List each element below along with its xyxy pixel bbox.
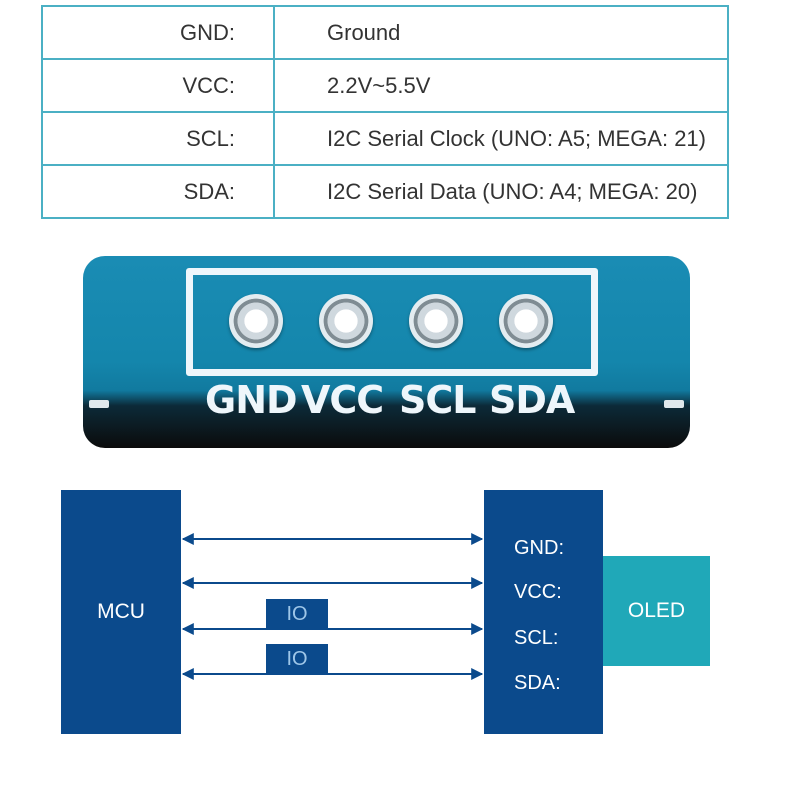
silkscreen-gnd-label: GND [205,378,298,422]
vcc-pin-label: VCC: [514,581,562,603]
board-edge-mark [89,400,109,408]
gnd-pin-pad [229,294,283,348]
board-edge-mark [664,400,684,408]
io-label: IO [286,647,308,670]
sda-pin-pad [499,294,553,348]
table-row: GND: Ground [41,5,729,60]
scl-pin-label: SCL: [514,627,559,649]
gnd-pin-label: GND: [514,537,564,559]
pin-name-cell: SCL: [41,111,275,166]
io-label: IO [286,602,308,625]
silkscreen-sda-label: SDA [489,378,575,422]
oled-block: OLED [603,556,710,666]
pin-description-cell: 2.2V~5.5V [273,58,729,113]
sda-pin-label: SDA: [514,672,561,694]
oled-label: OLED [627,599,686,622]
pin-description-cell: I2C Serial Data (UNO: A4; MEGA: 20) [273,164,729,219]
oled-pin-block: GND: VCC: SCL: SDA: [484,490,603,734]
header-silkscreen-frame [186,268,598,376]
oled-module-header-photo: GND VCC SCL SDA [83,256,690,448]
mcu-label: MCU [97,600,145,623]
table-row: SDA: I2C Serial Data (UNO: A4; MEGA: 20) [41,164,729,219]
silkscreen-scl-label: SCL [399,378,476,422]
scl-io-block: IO [266,599,328,629]
table-row: SCL: I2C Serial Clock (UNO: A5; MEGA: 21… [41,111,729,166]
mcu-block: MCU [61,490,181,734]
pin-description-cell: I2C Serial Clock (UNO: A5; MEGA: 21) [273,111,729,166]
table-row: VCC: 2.2V~5.5V [41,58,729,113]
pin-name-cell: SDA: [41,164,275,219]
pin-name-cell: GND: [41,5,275,60]
sda-io-block: IO [266,644,328,674]
wiring-diagram: MCU IO IO OLED GND: VCC: SCL: SDA: [0,480,800,750]
pin-description-cell: Ground [273,5,729,60]
pin-name-cell: VCC: [41,58,275,113]
vcc-pin-pad [319,294,373,348]
scl-pin-pad [409,294,463,348]
silkscreen-vcc-label: VCC [301,378,384,422]
signal-lines [181,533,484,680]
pin-description-table: GND: Ground VCC: 2.2V~5.5V SCL: I2C Seri… [41,5,729,219]
